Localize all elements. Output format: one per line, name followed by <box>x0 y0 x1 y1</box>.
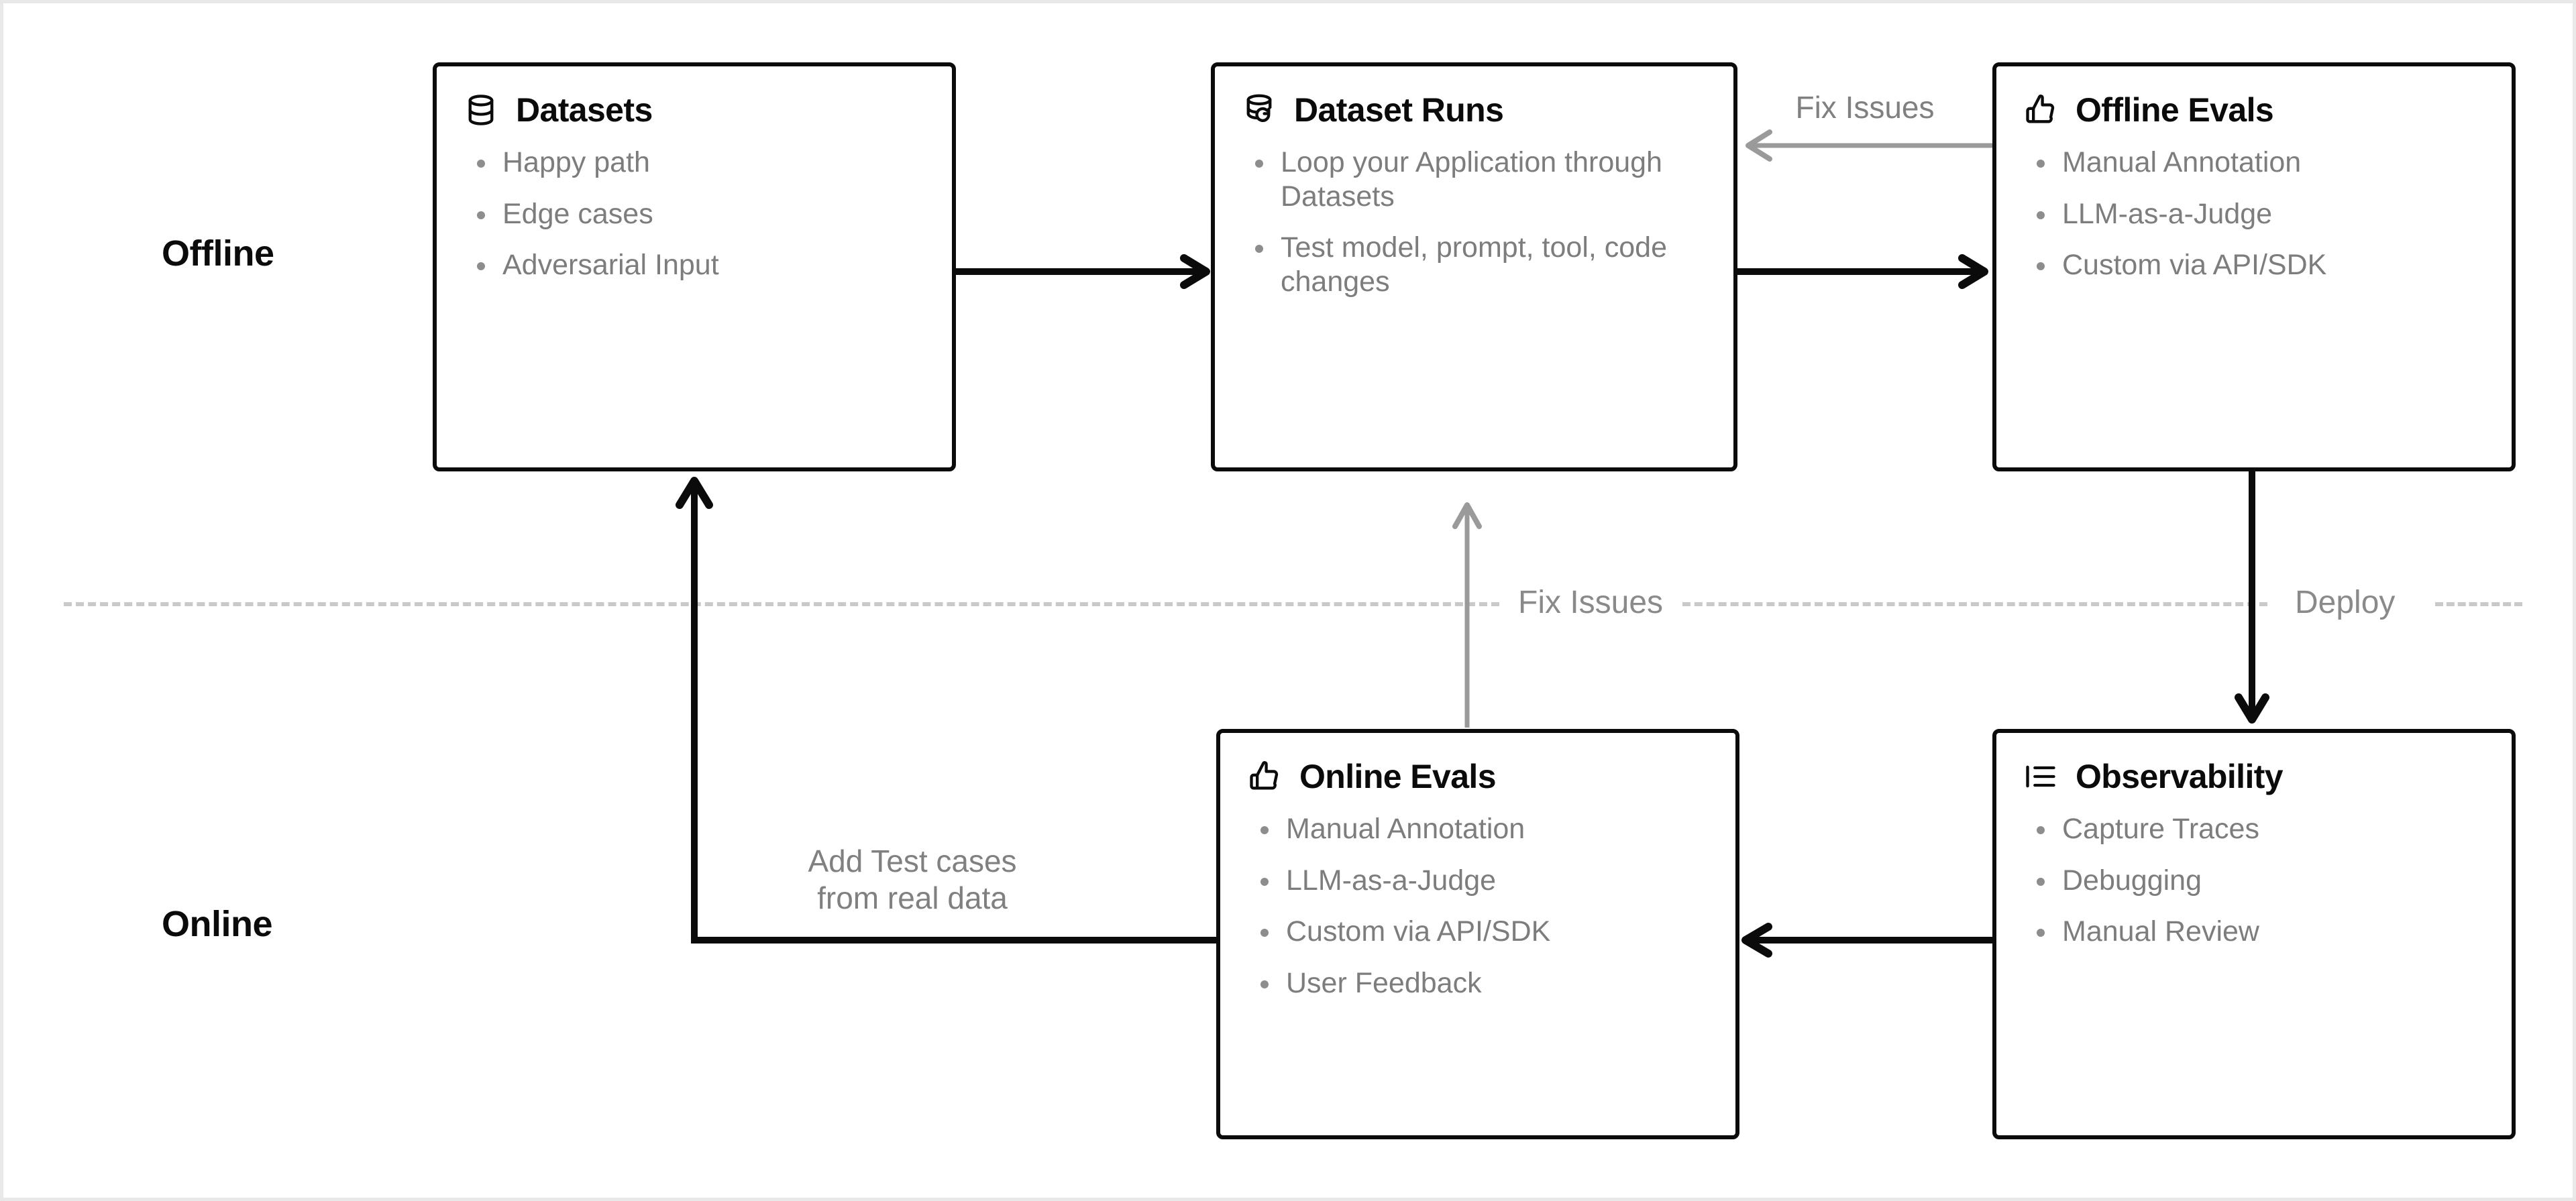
node-offline-evals[interactable]: Offline Evals Manual Annotation LLM-as-a… <box>1992 62 2516 471</box>
list-item: Manual Annotation <box>2033 146 2485 180</box>
edge-dataset-runs-to-offline-evals <box>1731 254 1988 289</box>
node-observability-list: Capture Traces Debugging Manual Review <box>2023 812 2485 949</box>
node-datasets-header: Datasets <box>464 91 925 129</box>
list-item: Custom via API/SDK <box>2033 248 2485 282</box>
list-item: Edge cases <box>473 197 925 231</box>
node-observability-title: Observability <box>2076 758 2284 795</box>
node-dataset-runs[interactable]: Dataset Runs Loop your Application throu… <box>1211 62 1737 471</box>
list-item: Capture Traces <box>2033 812 2485 846</box>
list-item: LLM-as-a-Judge <box>1256 864 1709 898</box>
lane-divider-right <box>2435 602 2522 606</box>
list-item: Adversarial Input <box>473 248 925 282</box>
edge-offline-evals-to-dataset-runs <box>1746 129 1998 162</box>
node-offline-evals-header: Offline Evals <box>2023 91 2485 129</box>
edge-label-add-test-cases: Add Test cases from real data <box>808 844 1017 916</box>
node-offline-evals-title: Offline Evals <box>2076 91 2274 129</box>
edge-datasets-to-dataset-runs <box>953 254 1210 289</box>
node-online-evals-header: Online Evals <box>1247 757 1709 796</box>
list-indent-icon <box>2023 759 2058 794</box>
node-observability-header: Observability <box>2023 757 2485 796</box>
list-item: Manual Review <box>2033 915 2485 949</box>
divider-label-fix-issues: Fix Issues <box>1501 584 1681 621</box>
edge-offline-evals-to-observability <box>2235 466 2269 724</box>
divider-label-deploy: Deploy <box>2277 584 2413 621</box>
node-dataset-runs-header: Dataset Runs <box>1242 91 1707 129</box>
list-item: Custom via API/SDK <box>1256 915 1709 949</box>
node-online-evals-list: Manual Annotation LLM-as-a-Judge Custom … <box>1247 812 1709 1000</box>
lane-divider-left <box>64 602 1499 606</box>
list-item: Test model, prompt, tool, code changes <box>1251 231 1707 298</box>
node-datasets[interactable]: Datasets Happy path Edge cases Adversari… <box>433 62 956 471</box>
thumbs-up-icon <box>1247 759 1282 794</box>
list-item: User Feedback <box>1256 966 1709 1000</box>
node-dataset-runs-list: Loop your Application through Datasets T… <box>1242 146 1707 299</box>
node-datasets-list: Happy path Edge cases Adversarial Input <box>464 146 925 282</box>
list-item: Debugging <box>2033 864 2485 898</box>
node-datasets-title: Datasets <box>516 91 653 129</box>
database-icon <box>464 93 498 127</box>
node-dataset-runs-title: Dataset Runs <box>1294 91 1504 129</box>
list-item: Loop your Application through Datasets <box>1251 146 1707 213</box>
lane-divider-middle <box>1670 602 2267 606</box>
edge-online-evals-to-dataset-runs <box>1452 502 1482 728</box>
node-online-evals-title: Online Evals <box>1299 758 1497 795</box>
thumbs-up-icon <box>2023 93 2058 127</box>
list-item: LLM-as-a-Judge <box>2033 197 2485 231</box>
node-online-evals[interactable]: Online Evals Manual Annotation LLM-as-a-… <box>1216 729 1739 1139</box>
lane-label-offline: Offline <box>162 233 274 274</box>
edge-label-fix-issues-top: Fix Issues <box>1795 90 1935 125</box>
database-refresh-icon <box>1242 93 1277 127</box>
node-offline-evals-list: Manual Annotation LLM-as-a-Judge Custom … <box>2023 146 2485 282</box>
list-item: Manual Annotation <box>1256 812 1709 846</box>
list-item: Happy path <box>473 146 925 180</box>
edge-online-evals-to-datasets <box>676 477 1224 943</box>
lane-label-online: Online <box>162 904 273 944</box>
node-observability[interactable]: Observability Capture Traces Debugging M… <box>1992 729 2516 1139</box>
edge-observability-to-online-evals <box>1741 923 1999 958</box>
